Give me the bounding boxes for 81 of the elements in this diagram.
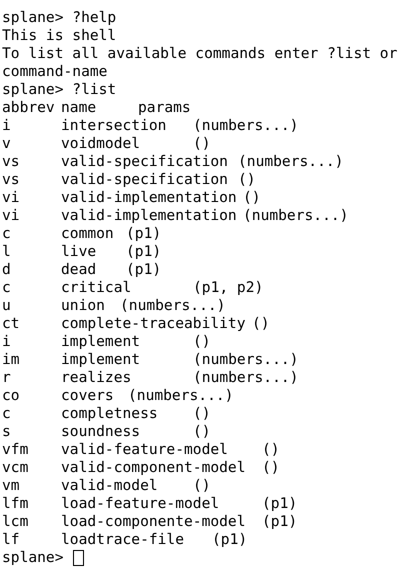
table-cell: lfm: [2, 495, 28, 513]
column-header: params: [138, 99, 191, 117]
table-cell: dead: [61, 261, 96, 279]
table-cell: (): [262, 441, 280, 459]
table-cell: valid-implementation: [61, 189, 237, 207]
table-cell: vfm: [2, 441, 28, 459]
table-cell: l: [2, 243, 11, 261]
table-cell: complete-traceability: [61, 315, 246, 333]
table-cell: (numbers...): [120, 297, 226, 315]
table-cell: implement: [61, 351, 140, 369]
table-cell: load-feature-model: [61, 495, 220, 513]
table-cell: u: [2, 297, 11, 315]
table-cell: (): [262, 459, 280, 477]
table-cell: valid-feature-model: [61, 441, 228, 459]
table-cell: valid-component-model: [61, 459, 246, 477]
table-cell: implement: [61, 333, 140, 351]
table-cell: co: [2, 387, 20, 405]
table-cell: critical: [61, 279, 132, 297]
table-cell: (numbers...): [193, 369, 298, 387]
table-cell: (): [193, 477, 211, 495]
table-cell: lf: [2, 531, 20, 549]
terminal-line: splane> ?list: [2, 81, 116, 99]
table-cell: (p1, p2): [193, 279, 264, 297]
table-cell: (): [193, 423, 211, 441]
terminal-line: command-name: [2, 63, 108, 81]
terminal-line: This is shell: [2, 27, 116, 45]
table-cell: im: [2, 351, 20, 369]
table-cell: d: [2, 261, 11, 279]
table-cell: soundness: [61, 423, 140, 441]
table-cell: c: [2, 279, 11, 297]
table-cell: (numbers...): [128, 387, 234, 405]
table-cell: realizes: [61, 369, 132, 387]
table-cell: covers: [61, 387, 114, 405]
table-cell: (): [238, 171, 256, 189]
table-cell: ct: [2, 315, 20, 333]
table-cell: lcm: [2, 513, 28, 531]
table-cell: load-componente-model: [61, 513, 246, 531]
table-cell: i: [2, 117, 11, 135]
table-cell: s: [2, 423, 11, 441]
table-cell: valid-implementation: [61, 207, 237, 225]
table-cell: (): [193, 135, 211, 153]
table-cell: v: [2, 135, 11, 153]
table-cell: intersection: [61, 117, 166, 135]
column-header: name: [61, 99, 96, 117]
table-cell: c: [2, 225, 11, 243]
table-cell: live: [61, 243, 96, 261]
table-cell: vi: [2, 207, 20, 225]
table-cell: vs: [2, 171, 20, 189]
table-cell: (p1): [262, 513, 298, 531]
table-cell: (): [193, 405, 211, 423]
table-cell: (p1): [212, 531, 248, 549]
table-cell: (numbers...): [243, 207, 348, 225]
table-cell: (p1): [126, 243, 162, 261]
table-cell: common: [61, 225, 114, 243]
terminal-line: splane>: [2, 549, 64, 567]
table-cell: r: [2, 369, 11, 387]
table-cell: valid-specification: [61, 171, 228, 189]
table-cell: completness: [61, 405, 158, 423]
table-cell: voidmodel: [61, 135, 140, 153]
table-cell: (numbers...): [193, 351, 298, 369]
table-cell: (): [252, 315, 270, 333]
table-cell: (p1): [126, 261, 162, 279]
table-cell: vi: [2, 189, 20, 207]
table-cell: (numbers...): [238, 153, 344, 171]
table-cell: vm: [2, 477, 20, 495]
table-cell: vcm: [2, 459, 28, 477]
table-cell: (p1): [262, 495, 298, 513]
table-cell: (p1): [126, 225, 162, 243]
table-cell: i: [2, 333, 11, 351]
table-cell: valid-model: [61, 477, 158, 495]
terminal-line: To list all available commands enter ?list or: [2, 45, 398, 63]
table-cell: (): [243, 189, 261, 207]
terminal-line: splane> ?help: [2, 9, 116, 27]
table-cell: union: [61, 297, 105, 315]
table-cell: valid-specification: [61, 153, 228, 171]
table-cell: (numbers...): [193, 117, 298, 135]
table-cell: c: [2, 405, 11, 423]
table-cell: vs: [2, 153, 20, 171]
column-header: abbrev: [2, 99, 55, 117]
table-cell: loadtrace-file: [61, 531, 184, 549]
table-cell: (): [193, 333, 211, 351]
